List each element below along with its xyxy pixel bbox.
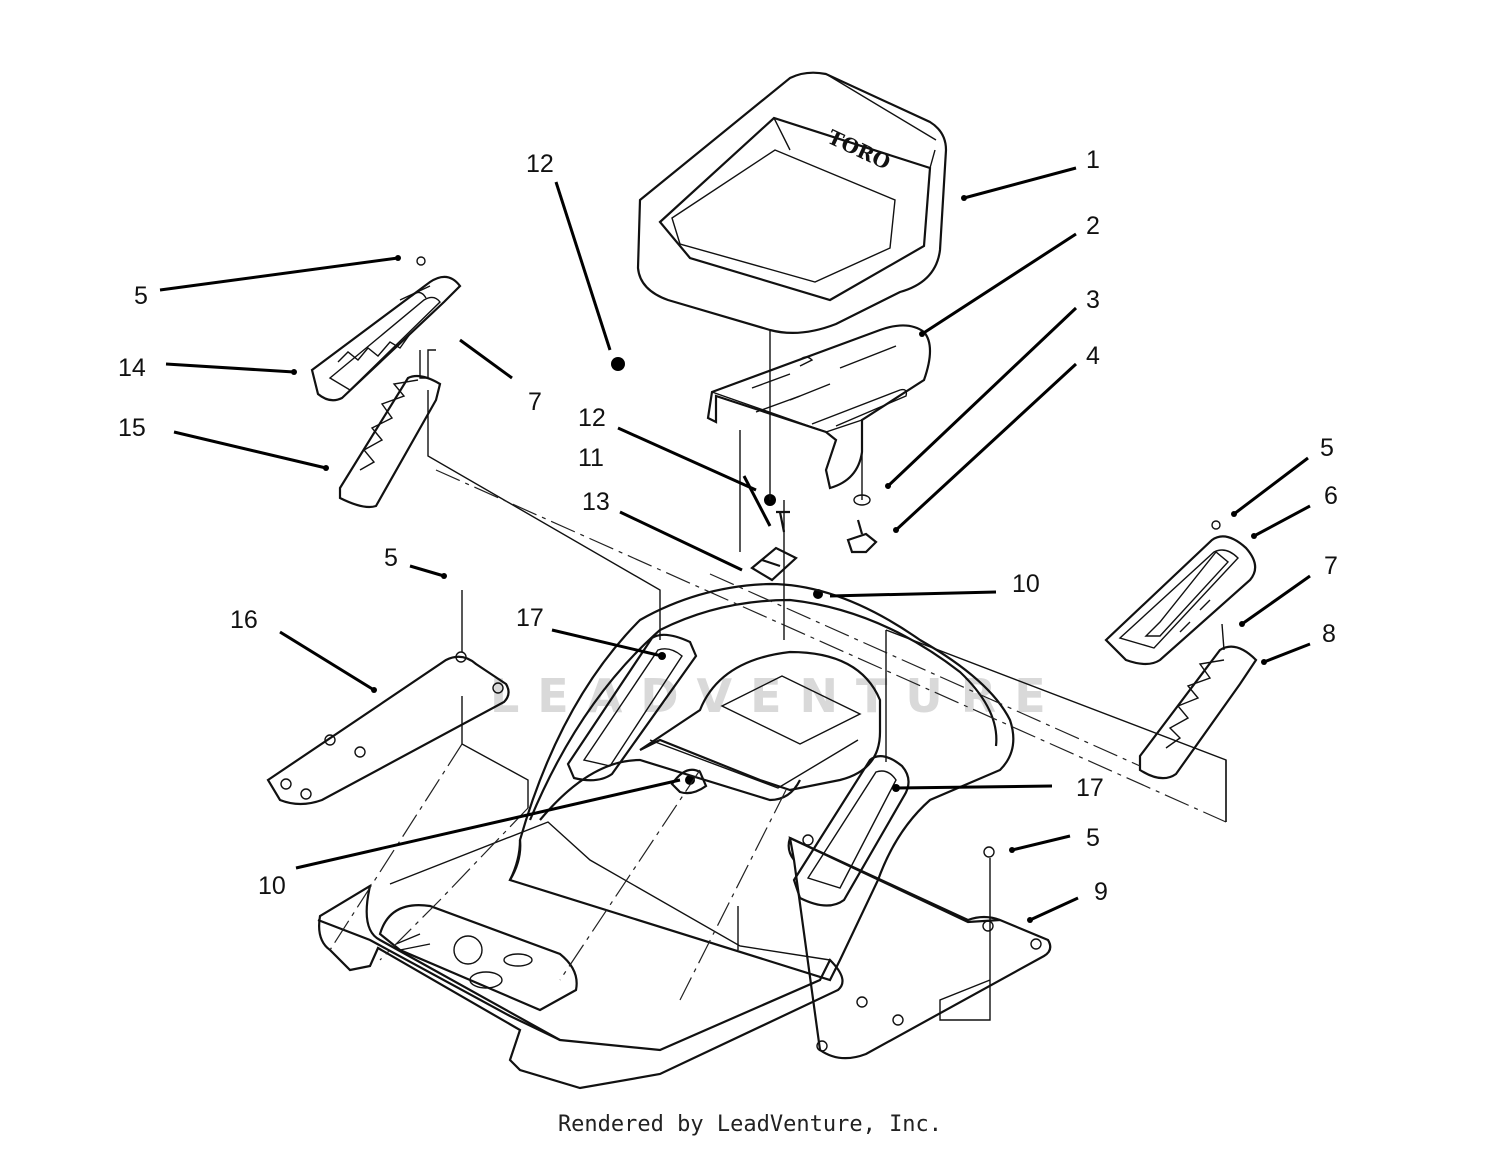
callout-13: 13	[582, 488, 610, 516]
callout-2: 2	[1086, 212, 1100, 240]
nut-12-upper	[611, 357, 625, 371]
callout-17-right: 17	[1076, 774, 1104, 802]
fender-body	[317, 582, 1015, 1090]
callout-5-left-plate: 5	[134, 282, 148, 310]
right-grill	[1138, 623, 1258, 780]
callout-16: 16	[230, 606, 258, 634]
left-footrest	[266, 590, 529, 808]
seat-pan	[706, 324, 932, 490]
footer-credit: Rendered by LeadVenture, Inc.	[557, 1112, 943, 1137]
callout-9: 9	[1094, 878, 1108, 906]
seat-logo: TORO	[824, 125, 894, 175]
right-footrest	[787, 834, 1052, 1060]
right-plate	[1104, 520, 1257, 666]
callout-15: 15	[118, 414, 146, 442]
leader-lines	[159, 166, 1311, 923]
callout-3: 3	[1086, 286, 1100, 314]
callout-4: 4	[1086, 342, 1100, 370]
callout-7-left: 7	[528, 388, 542, 416]
knob-4	[846, 519, 878, 554]
callout-10-lower: 10	[258, 872, 286, 900]
callout-17-left: 17	[516, 604, 544, 632]
callout-14: 14	[118, 354, 146, 382]
bracket-13	[750, 546, 798, 582]
watermark-text: LEADVENTURE	[490, 669, 1064, 723]
left-plate	[310, 256, 462, 402]
callout-5-left-footrest: 5	[384, 544, 398, 572]
callout-12-upper: 12	[526, 150, 554, 178]
callout-12-lower: 12	[578, 404, 606, 432]
callout-6: 6	[1324, 482, 1338, 510]
assembly-lines	[329, 390, 1227, 1001]
callout-1: 1	[1086, 146, 1100, 174]
bolt-11	[776, 510, 790, 533]
callout-5-right-plate: 5	[1320, 434, 1334, 462]
callout-7-right: 7	[1324, 552, 1338, 580]
callout-11: 11	[578, 444, 604, 472]
callout-5-right-footrest: 5	[1086, 824, 1100, 852]
left-grill	[338, 349, 442, 509]
callout-labels: 1 2 3 4 5 5 5 5 6 7 7 8 9 10 10 11 12 12…	[118, 146, 1338, 906]
callout-8: 8	[1322, 620, 1336, 648]
seat: TORO	[636, 71, 948, 334]
callout-10-upper: 10	[1012, 570, 1040, 598]
